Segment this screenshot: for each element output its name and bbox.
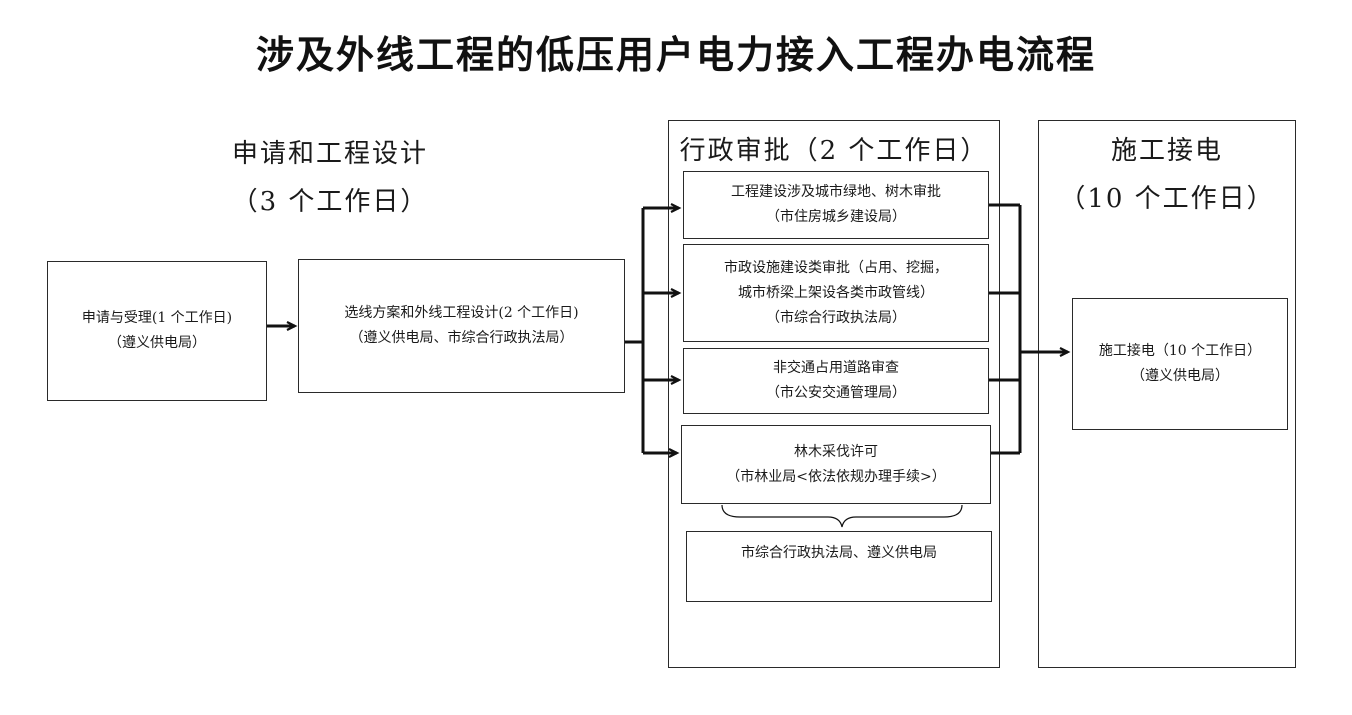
step-road: 非交通占用道路审查 （市公安交通管理局） bbox=[683, 348, 989, 414]
step-design: 选线方案和外线工程设计(2 个工作日) （遵义供电局、市综合行政执法局） bbox=[298, 259, 625, 393]
step-joint: 市综合行政执法局、遵义供电局 bbox=[686, 531, 992, 602]
step-design-line1: 选线方案和外线工程设计(2 个工作日) bbox=[344, 305, 579, 321]
step-municipal-line1: 市政设施建设类审批（占用、挖掘， bbox=[724, 259, 948, 276]
branch-design-to-approvals bbox=[625, 203, 682, 458]
step-forest-line2: （市林业局<依法依规办理手续>） bbox=[726, 468, 946, 485]
phase-apply-name: 申请和工程设计 bbox=[231, 139, 428, 169]
step-greenland-line2: （市住房城乡建设局） bbox=[766, 209, 906, 225]
step-municipal: 市政设施建设类审批（占用、挖掘， 城市桥梁上架设各类市政管线） （市综合行政执法… bbox=[683, 244, 989, 342]
step-road-line2: （市公安交通管理局） bbox=[766, 385, 906, 401]
merge-approvals-to-connect bbox=[989, 203, 1071, 455]
step-municipal-line3: （市综合行政执法局） bbox=[766, 309, 906, 326]
step-connect-line1: 施工接电（10 个工作日） bbox=[1098, 343, 1262, 359]
step-connect-line2: （遵义供电局） bbox=[1131, 368, 1229, 384]
step-design-line2: （遵义供电局、市综合行政执法局） bbox=[349, 330, 574, 346]
phase-apply-days: （3 个工作日） bbox=[231, 187, 429, 217]
step-accept-line2: （遵义供电局） bbox=[108, 335, 206, 351]
brace-icon bbox=[721, 504, 963, 528]
phase-construction-days: （10 个工作日） bbox=[1059, 184, 1275, 214]
step-municipal-line2: 城市桥梁上架设各类市政管线） bbox=[738, 284, 934, 301]
step-forest-line1: 林木采伐许可 bbox=[794, 443, 878, 460]
step-connect: 施工接电（10 个工作日） （遵义供电局） bbox=[1072, 298, 1288, 430]
phase-construction-name: 施工接电 bbox=[1110, 136, 1223, 166]
step-greenland-line1: 工程建设涉及城市绿地、树木审批 bbox=[731, 184, 941, 200]
phase-approval-name: 行政审批（2 个工作日） bbox=[679, 136, 989, 166]
page-title: 涉及外线工程的低压用户电力接入工程办电流程 bbox=[255, 33, 1096, 77]
step-forest: 林木采伐许可 （市林业局<依法依规办理手续>） bbox=[681, 425, 991, 504]
step-accept-line1: 申请与受理(1 个工作日) bbox=[81, 310, 233, 326]
step-joint-line1: 市综合行政执法局、遵义供电局 bbox=[741, 545, 937, 561]
step-accept: 申请与受理(1 个工作日) （遵义供电局） bbox=[47, 261, 267, 401]
phase-apply-header: 申请和工程设计 （3 个工作日） bbox=[180, 130, 480, 226]
step-greenland: 工程建设涉及城市绿地、树木审批 （市住房城乡建设局） bbox=[683, 171, 989, 239]
step-road-line1: 非交通占用道路审查 bbox=[773, 360, 899, 376]
phase-construction-header: 施工接电 （10 个工作日） bbox=[1038, 127, 1296, 223]
